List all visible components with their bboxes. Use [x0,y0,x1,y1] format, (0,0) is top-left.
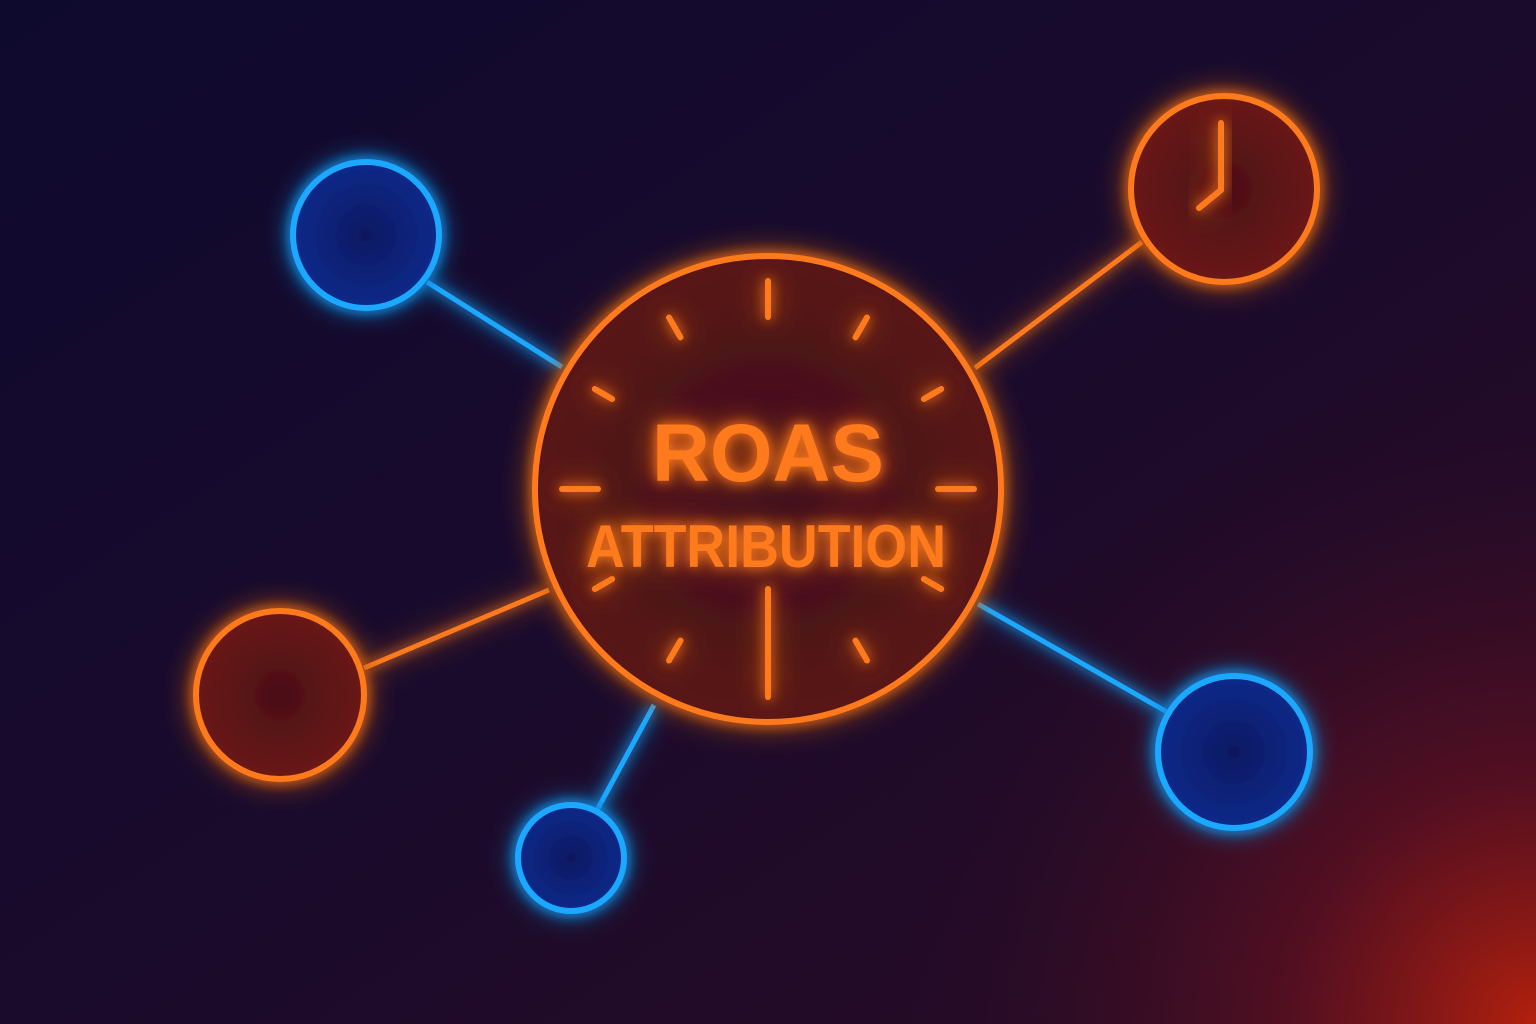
hub-tick-mark [852,637,870,664]
node-bottom-right [1155,673,1313,831]
hub-tick-mark [591,576,616,592]
hub: ROAS ATTRIBUTION [532,253,1004,725]
connector-mid-left [363,587,550,671]
node-top-right [1128,93,1320,285]
hub-tick-mark [920,576,945,592]
clock-hour-hand [1196,187,1224,211]
connector-bottom-right [976,601,1169,715]
hub-title: ROAS [652,408,884,499]
node-bottom-left [515,802,627,914]
hub-ticks [559,278,977,700]
connector-top-right [973,240,1144,370]
node-top-left [290,159,442,311]
hub-tick-mark [852,314,870,341]
hub-subtitle: ATTRIBUTION [586,513,946,580]
hub-tick-mark [920,386,945,402]
connectors [363,240,1169,814]
hub-circle [532,253,1004,725]
node-mid-left [193,608,367,782]
hub-tick-mark [666,637,684,664]
connector-bottom-left [593,703,657,814]
clock-icon [1196,120,1224,211]
connector-top-left [425,279,564,370]
hub-tick-mark [591,386,616,402]
hub-tick-mark [666,314,684,341]
